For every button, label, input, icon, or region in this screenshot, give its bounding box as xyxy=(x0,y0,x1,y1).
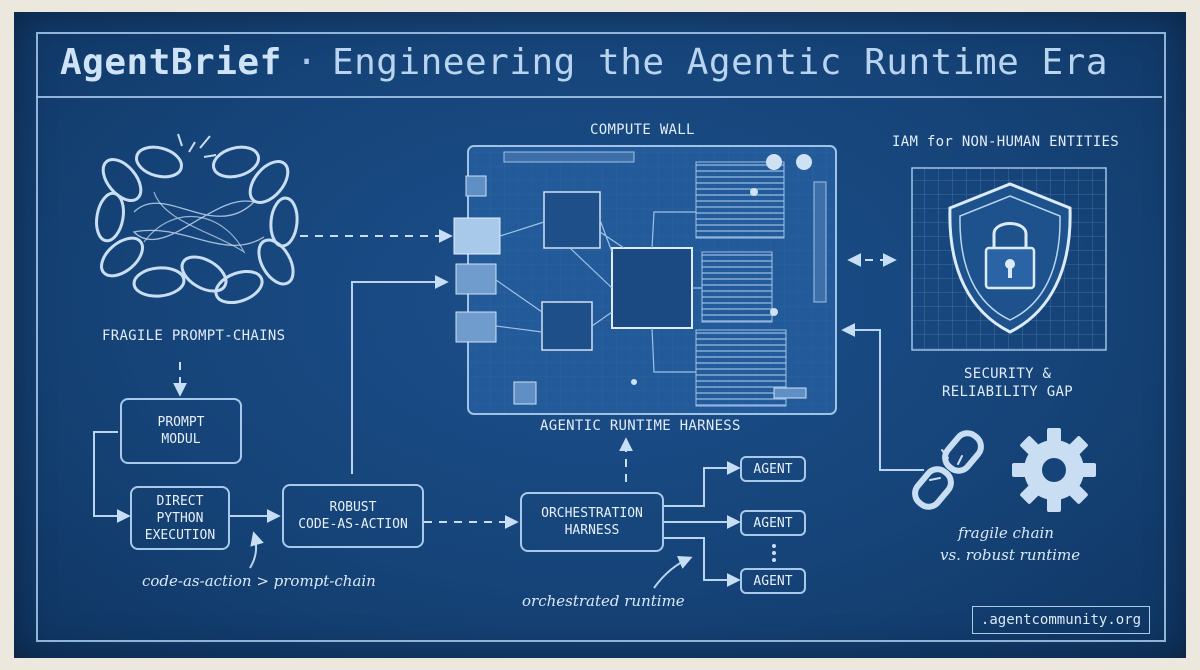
fragile-vs-robust-annotation-1: fragile chain xyxy=(958,524,1054,542)
security-gap-label-2: RELIABILITY GAP xyxy=(942,384,1073,400)
direct-python-box: DIRECT PYTHON EXECUTION xyxy=(130,486,230,550)
code-to-compute-arrow xyxy=(351,275,449,474)
security-gap-label-1: SECURITY & xyxy=(964,366,1052,382)
runtime-harness-label: AGENTIC RUNTIME HARNESS xyxy=(540,418,741,434)
direct-python-text: DIRECT PYTHON EXECUTION xyxy=(144,493,216,543)
page-title: AgentBrief · Engineering the Agentic Runti… xyxy=(60,42,1108,83)
footer-url[interactable]: .agentcommunity.org xyxy=(972,606,1150,634)
blueprint-board: AgentBrief · Engineering the Agentic Runti… xyxy=(14,12,1186,658)
iam-label: IAM for NON-HUMAN ENTITIES xyxy=(892,134,1119,150)
diagram-canvas xyxy=(93,133,1107,589)
broken-chain-icon xyxy=(95,133,299,305)
orchestrated-runtime-annotation: orchestrated runtime xyxy=(522,592,685,610)
gap-to-compute-arrow xyxy=(841,323,924,471)
shield-lock-icon xyxy=(911,167,1107,351)
title-divider xyxy=(36,96,1162,98)
orchestration-box: ORCHESTRATION HARNESS xyxy=(520,492,664,552)
annotation-orch-arrow xyxy=(653,555,693,589)
circuit-board-icon xyxy=(453,145,837,415)
orchestration-text: ORCHESTRATION HARNESS xyxy=(541,506,643,538)
prompt-module-box: PROMPT MODUL xyxy=(120,398,242,464)
code-vs-chain-annotation: code-as-action > prompt-chain xyxy=(142,572,376,590)
brand-name: AgentBrief xyxy=(60,42,282,83)
title-subtitle: Engineering the Agentic Runtime Era xyxy=(331,42,1109,83)
orch-to-agent3-arrow xyxy=(664,537,741,587)
title-separator: · xyxy=(295,42,318,83)
compute-wall-label: COMPUTE WALL xyxy=(590,122,695,138)
fragile-chains-label: FRAGILE PROMPT-CHAINS xyxy=(102,328,286,344)
broken-link-icon xyxy=(912,430,984,510)
gear-icon xyxy=(1012,428,1096,512)
agent-box-1: AGENT xyxy=(740,456,806,482)
annotation-code-arrow xyxy=(249,531,264,569)
outer-frame xyxy=(36,32,1166,642)
orch-to-agent1-arrow xyxy=(664,461,741,507)
module-to-python-connector xyxy=(93,431,131,523)
agent-box-3: AGENT xyxy=(740,568,806,594)
robust-code-box: ROBUST CODE-AS-ACTION xyxy=(282,484,424,548)
prompt-module-text: PROMPT MODUL xyxy=(157,415,205,447)
fragile-vs-robust-annotation-2: vs. robust runtime xyxy=(940,546,1081,564)
agent-box-2: AGENT xyxy=(740,510,806,536)
robust-code-text: ROBUST CODE-AS-ACTION xyxy=(298,500,408,532)
agent-ellipsis xyxy=(772,544,776,562)
